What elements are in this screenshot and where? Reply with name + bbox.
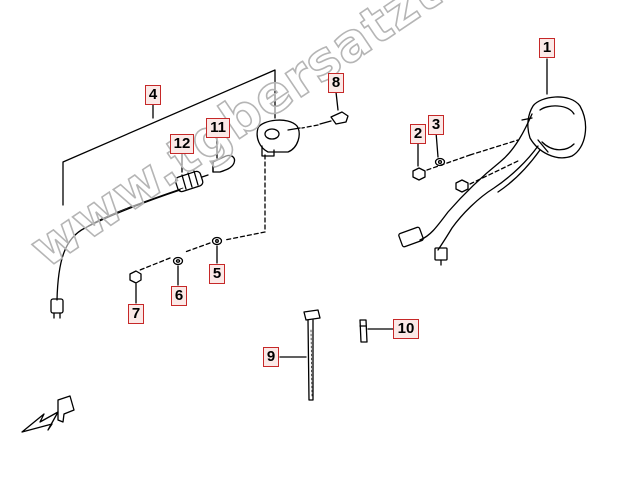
leader-3 xyxy=(435,131,439,158)
callout-9: 9 xyxy=(263,347,279,367)
callout-7: 7 xyxy=(128,304,144,324)
callout-3: 3 xyxy=(428,115,444,135)
part-1-taillight xyxy=(398,96,587,266)
callout-10: 10 xyxy=(393,319,419,339)
taillight-connector xyxy=(398,226,424,248)
license-lamp-housing xyxy=(256,119,301,157)
callout-11: 11 xyxy=(206,118,230,138)
callout-6: 6 xyxy=(171,286,187,306)
part-7-nut xyxy=(129,270,142,284)
lower-nut xyxy=(455,179,469,193)
callout-8: 8 xyxy=(328,73,344,93)
part-2-nut xyxy=(412,167,426,181)
callout-5: 5 xyxy=(209,264,225,284)
callout-12: 12 xyxy=(170,134,194,154)
callout-1: 1 xyxy=(539,38,555,58)
callout-2: 2 xyxy=(410,124,426,144)
part-9-cable-tie xyxy=(303,309,321,401)
sensor-cable xyxy=(56,189,181,301)
arrow-pointer-icon xyxy=(21,395,75,433)
part-3-washer xyxy=(434,157,446,167)
part-6-spring-washer xyxy=(172,256,184,266)
part-10-pin xyxy=(359,319,368,343)
group-4-bracket xyxy=(62,69,276,206)
part-12-sleeve xyxy=(174,170,204,193)
part-8-screw xyxy=(319,111,349,125)
leader-8 xyxy=(335,91,339,111)
part-11-bulb xyxy=(212,154,236,173)
cable-connector xyxy=(50,298,64,314)
part-5-washer xyxy=(211,236,223,246)
callout-4: 4 xyxy=(145,85,161,105)
